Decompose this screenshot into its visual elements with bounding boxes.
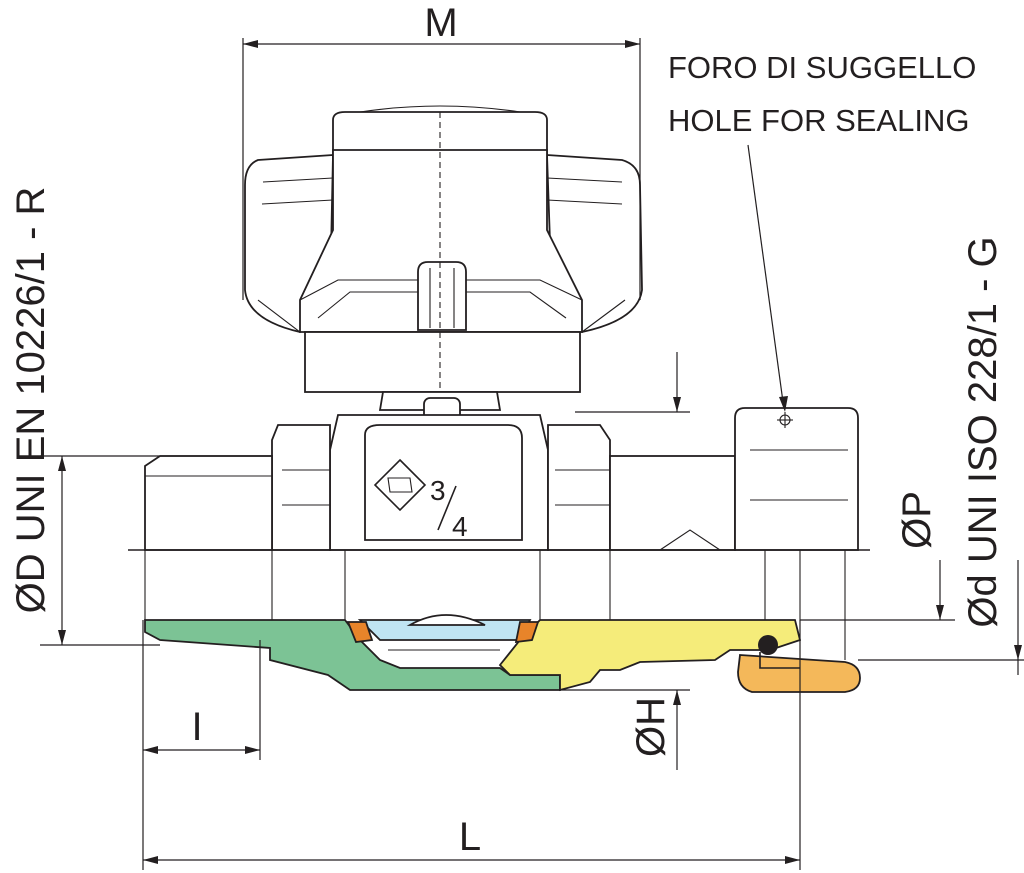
right-body-section <box>498 619 802 692</box>
section-view <box>144 550 861 693</box>
size-marking-denominator: 4 <box>452 511 468 542</box>
left-thread-spec: ØD UNI EN 10226/1 - R <box>9 187 53 614</box>
dimension-label-i: I <box>191 705 202 749</box>
dimension-label-p: ØP <box>895 491 939 549</box>
left-seal <box>346 621 374 643</box>
size-marking-numerator: 3 <box>430 475 446 506</box>
sealing-label-it: FORO DI SUGGELLO <box>668 50 976 85</box>
valve-body: 3 4 <box>144 391 859 551</box>
dimension-label-m: M <box>424 1 457 45</box>
right-seal <box>514 621 540 644</box>
dimension-label-l: L <box>459 815 481 859</box>
dimension-lines <box>40 38 1024 870</box>
o-ring <box>758 635 778 655</box>
dimension-label-h: ØH <box>629 697 673 757</box>
manufacturer-logo-icon <box>373 458 427 512</box>
right-thread-spec: Ød UNI ISO 228/1 - G <box>961 236 1005 627</box>
butterfly-handle <box>244 105 643 393</box>
sealing-label-en: HOLE FOR SEALING <box>668 103 969 138</box>
nut-section <box>737 654 861 693</box>
